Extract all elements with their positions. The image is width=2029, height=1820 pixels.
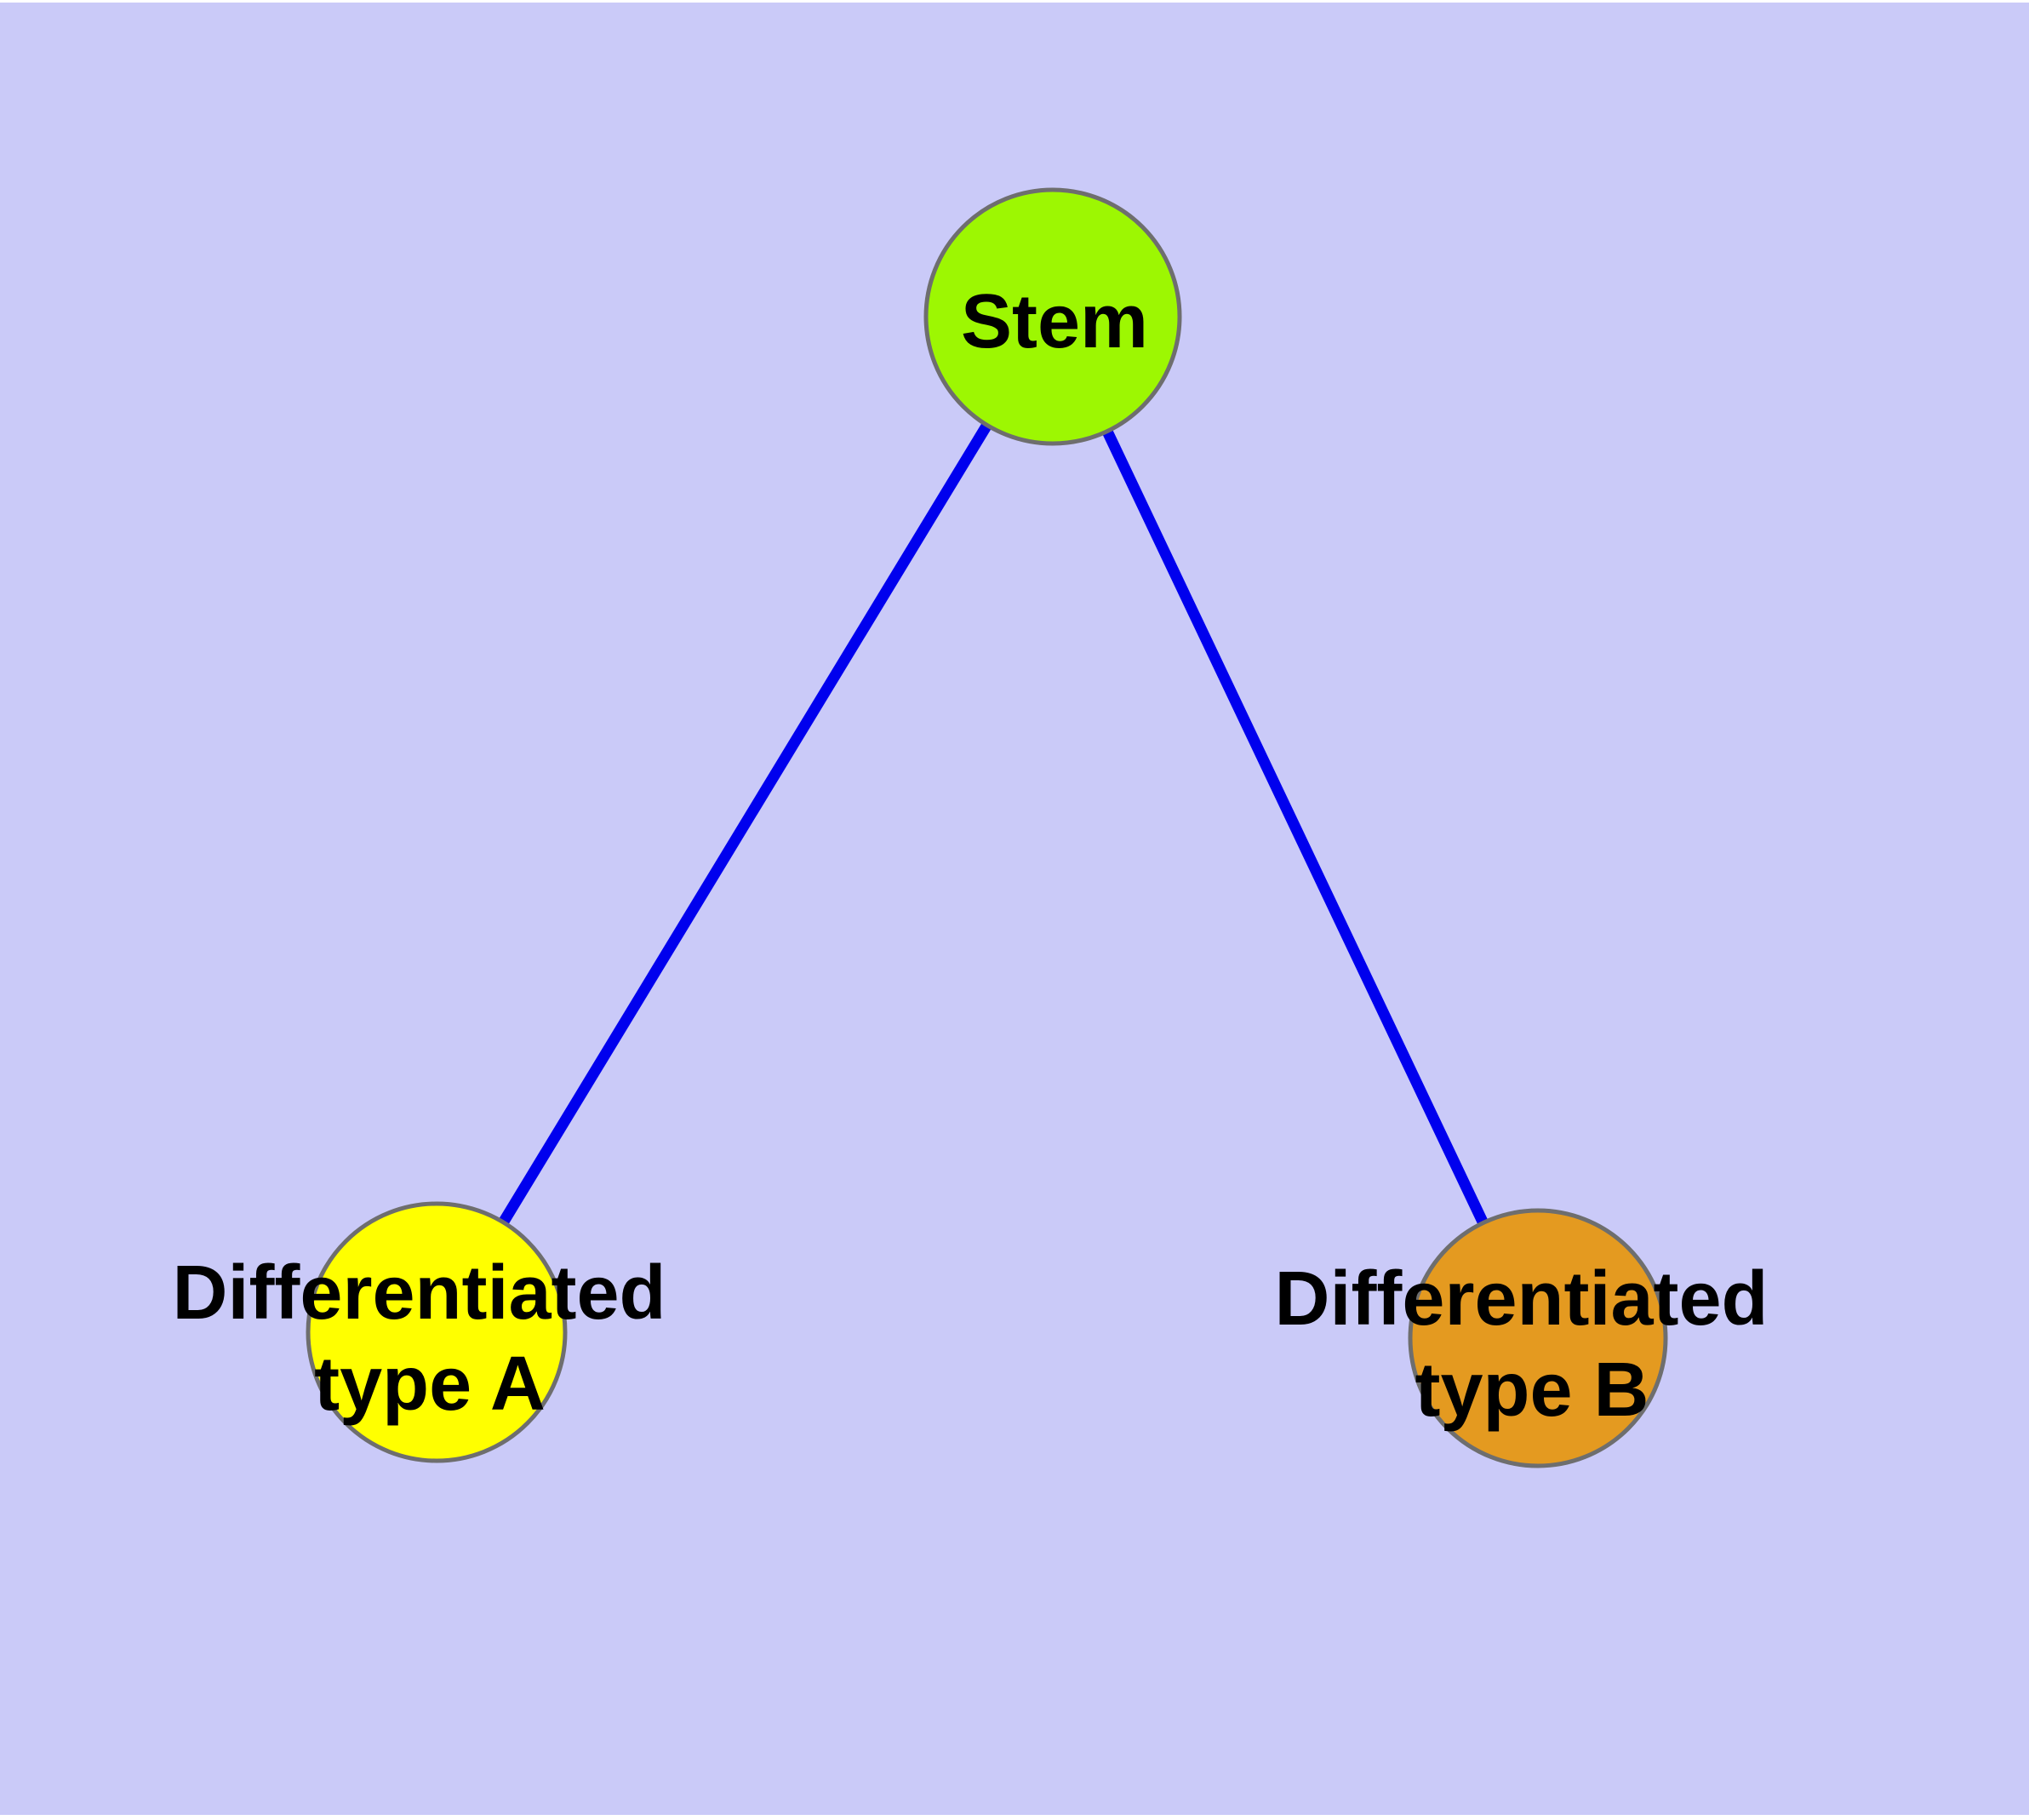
node-type-b [1408, 1208, 1668, 1468]
node-type-a-label-line1: Differentiated [172, 1251, 666, 1336]
node-type-a-label: Differentiated type A [172, 1251, 687, 1427]
node-type-b-label-line2: type B [1415, 1348, 1649, 1433]
edge-stem-to-type-b [1048, 314, 1543, 1341]
node-stem-label: Stem [961, 279, 1148, 364]
node-type-b-label: Differentiated type B [1274, 1256, 1789, 1433]
node-type-a-label-line2: type A [314, 1342, 546, 1427]
node-type-a [306, 1201, 568, 1463]
node-stem [923, 187, 1182, 446]
edge-stem-to-type-a [432, 313, 1058, 1336]
node-type-b-label-line1: Differentiated [1274, 1256, 1768, 1342]
